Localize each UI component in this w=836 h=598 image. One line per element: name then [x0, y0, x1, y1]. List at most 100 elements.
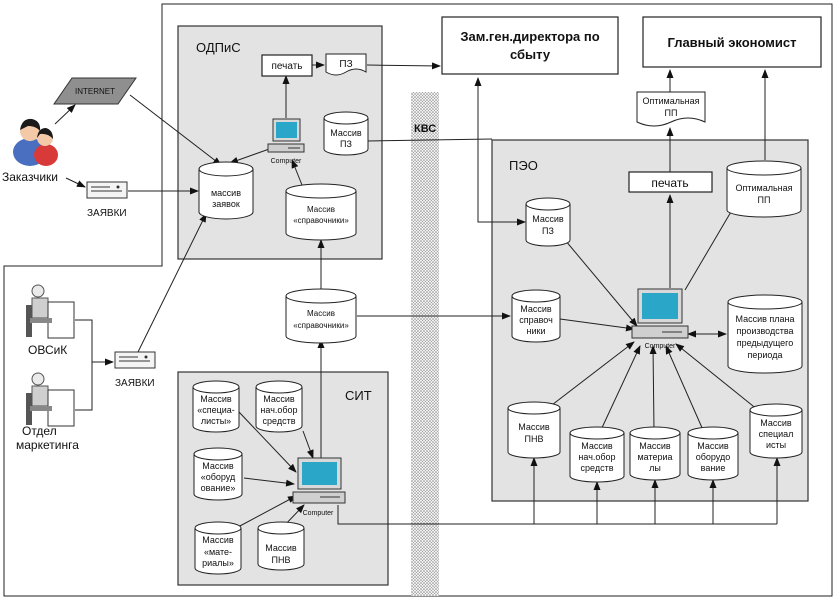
- svg-text:Массив: Массив: [520, 304, 552, 314]
- customers-icon: [13, 118, 58, 166]
- pto-computer-icon: Computer: [631, 288, 689, 350]
- svg-text:производства: производства: [736, 326, 793, 336]
- svg-text:Оптимальная: Оптимальная: [642, 96, 699, 106]
- svg-text:«справочники»: «справочники»: [293, 216, 349, 225]
- odpis-massiv-spravochniki: Массив «справочники»: [285, 183, 357, 241]
- pto-plan-previous-period: Массив плана производства предыдущего пе…: [727, 294, 803, 374]
- svg-text:нач.обор: нач.обор: [260, 405, 297, 415]
- svg-text:ПНВ: ПНВ: [525, 434, 544, 444]
- pto-massiv-pnv: Массив ПНВ: [507, 401, 561, 459]
- odpis-massiv-zayavok: массив заявок: [198, 161, 254, 220]
- middle-massiv-spravochniki: Массив «справочники»: [285, 288, 357, 344]
- marketing-icon: [26, 372, 75, 427]
- pto-massiv-equipment: Массив оборудо вание: [687, 426, 739, 481]
- svg-text:Массив: Массив: [581, 441, 613, 451]
- sit-massiv-specialists: Массив «специа- листы»: [192, 380, 240, 433]
- pto-massiv-specialists: Массив специал исты: [749, 403, 803, 459]
- pto-massiv-nach-obor: Массив нач.обор средств: [569, 426, 625, 483]
- pto-massiv-pz: Массив ПЗ: [525, 197, 571, 247]
- pto-optimal-document: Оптимальная ПП: [636, 91, 706, 127]
- svg-text:ПП: ПП: [665, 108, 678, 118]
- svg-text:справоч: справоч: [519, 315, 553, 325]
- svg-text:Массив: Массив: [697, 441, 729, 451]
- svg-text:Массив: Массив: [760, 418, 792, 428]
- region-pto-label: ПЭО: [509, 158, 538, 173]
- sit-massiv-materials: Массив «мате- риалы»: [194, 521, 242, 575]
- pto-optimal-cylinder: Оптимальная ПП: [726, 160, 802, 218]
- svg-text:Массив: Массив: [532, 214, 564, 224]
- pto-massiv-spravochniki: Массив справоч ники: [511, 289, 561, 343]
- customers-label: Заказчики: [2, 170, 58, 184]
- odpis-computer-icon: Computer: [267, 118, 305, 165]
- marketing-label-line1: Отдел: [22, 424, 57, 438]
- pto-print-label: печать: [651, 176, 688, 190]
- svg-text:Массив: Массив: [307, 309, 335, 318]
- svg-text:«оборуд: «оборуд: [201, 472, 236, 482]
- svg-text:Оптимальная: Оптимальная: [735, 183, 792, 193]
- svg-text:«мате-: «мате-: [204, 547, 232, 557]
- svg-text:ПЗ: ПЗ: [542, 226, 554, 236]
- svg-text:средств: средств: [581, 463, 614, 473]
- odpis-pz-label: ПЗ: [339, 59, 352, 70]
- deputy-director-line1: Зам.ген.директора по: [460, 29, 599, 44]
- ovsik-icon: [26, 284, 75, 339]
- chief-economist-label: Главный экономист: [667, 35, 796, 50]
- svg-text:массив: массив: [211, 188, 241, 198]
- internet-node: INTERNET: [53, 77, 137, 105]
- odpis-pz-document: ПЗ: [325, 53, 367, 76]
- svg-text:материа: материа: [637, 452, 672, 462]
- sit-computer-icon: Computer: [292, 457, 346, 517]
- connectors: [54, 61, 781, 529]
- svg-text:предыдущего: предыдущего: [737, 338, 794, 348]
- sit-massiv-pnv: Массив ПНВ: [257, 521, 305, 571]
- svg-text:лы: лы: [649, 463, 661, 473]
- pto-print-box: печать: [628, 171, 713, 193]
- svg-text:Массив: Массив: [200, 394, 232, 404]
- deputy-director-box: Зам.ген.директора по сбыту: [441, 16, 619, 75]
- deputy-director-line2: сбыту: [510, 47, 551, 62]
- kvs-band: [411, 92, 439, 596]
- svg-text:Массив: Массив: [518, 422, 550, 432]
- svg-text:«справочники»: «справочники»: [293, 321, 349, 330]
- svg-text:Массив: Массив: [639, 441, 671, 451]
- sit-massiv-equipment: Массив «оборуд ование»: [193, 447, 243, 501]
- marketing-label-line2: маркетинга: [16, 438, 79, 452]
- svg-text:средств: средств: [263, 416, 296, 426]
- svg-text:Массив плана: Массив плана: [735, 314, 794, 324]
- internet-label: INTERNET: [75, 87, 115, 96]
- svg-text:риалы»: риалы»: [202, 558, 234, 568]
- svg-text:заявок: заявок: [212, 199, 240, 209]
- odpis-print-box: печать: [261, 54, 313, 77]
- orders-label-top: ЗАЯВКИ: [87, 208, 127, 219]
- svg-text:Массив: Массив: [263, 394, 295, 404]
- chief-economist-box: Главный экономист: [642, 16, 822, 68]
- sit-massiv-nach-obor: Массив нач.обор средств: [255, 380, 303, 433]
- ovsik-label: ОВСиК: [28, 343, 67, 357]
- region-odpis-label: ОДПиС: [196, 40, 241, 55]
- orders-device-top: [86, 181, 128, 199]
- svg-text:специал: специал: [759, 429, 794, 439]
- odpis-massiv-pz: Массив ПЗ: [323, 111, 369, 156]
- orders-label-bottom: ЗАЯВКИ: [115, 378, 155, 389]
- svg-text:ники: ники: [527, 326, 546, 336]
- svg-text:Computer: Computer: [303, 510, 334, 517]
- svg-text:исты: исты: [766, 440, 786, 450]
- svg-text:периода: периода: [748, 350, 783, 360]
- svg-text:Массив: Массив: [330, 128, 362, 138]
- orders-device-bottom: [114, 351, 156, 369]
- svg-text:оборудо: оборудо: [696, 452, 731, 462]
- svg-text:«специа-: «специа-: [197, 405, 235, 415]
- svg-text:ПП: ПП: [758, 195, 771, 205]
- svg-text:ПНВ: ПНВ: [272, 555, 291, 565]
- kvs-label: КВС: [414, 123, 436, 135]
- pto-massiv-materials: Массив материа лы: [629, 426, 681, 481]
- svg-text:нач.обор: нач.обор: [578, 452, 615, 462]
- svg-text:Computer: Computer: [645, 343, 676, 350]
- svg-text:Массив: Массив: [307, 205, 335, 214]
- svg-text:Массив: Массив: [265, 543, 297, 553]
- svg-text:Массив: Массив: [202, 535, 234, 545]
- svg-text:ПЗ: ПЗ: [340, 139, 352, 149]
- region-sit-label: СИТ: [345, 388, 372, 403]
- svg-text:Массив: Массив: [202, 461, 234, 471]
